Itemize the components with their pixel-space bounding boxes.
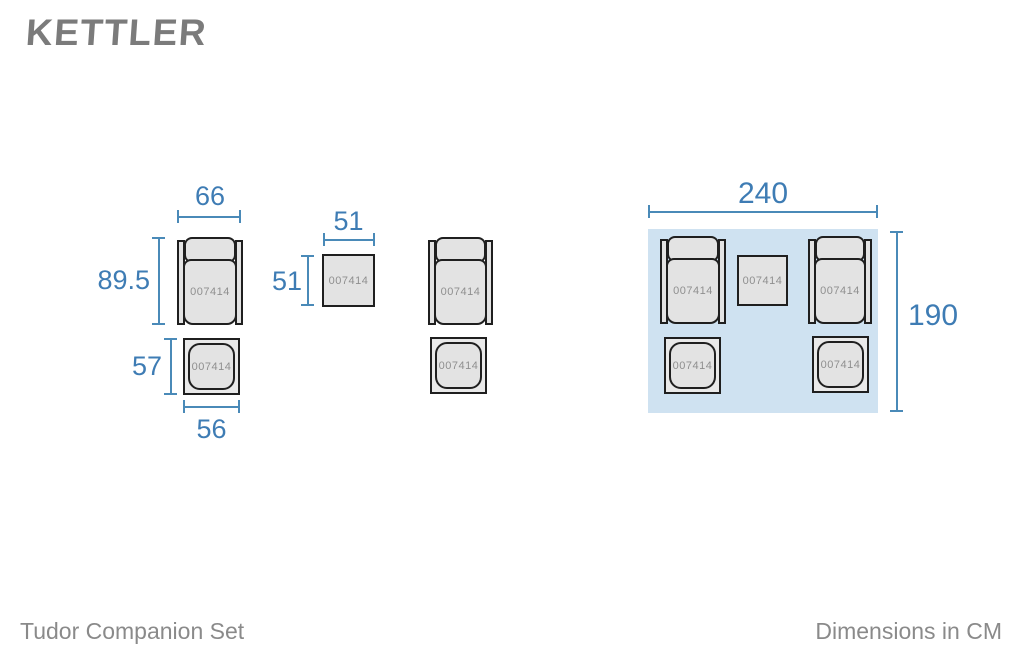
- footstool-height-dimension-line: [164, 338, 177, 395]
- set-width-dimension-line: [648, 205, 878, 218]
- footstool-top-view: 007414: [183, 338, 240, 395]
- table-depth-dimension-line: [301, 255, 314, 306]
- chair-backrest: [184, 237, 236, 263]
- product-code: 007414: [820, 285, 860, 297]
- table-width-label: 51: [333, 206, 364, 236]
- chair-width-label: 66: [194, 181, 226, 211]
- footstool-cushion: 007414: [435, 342, 482, 389]
- second-footstool-top-view: 007414: [430, 337, 487, 394]
- product-name-caption: Tudor Companion Set: [20, 618, 245, 644]
- chair-seat: 007414: [666, 258, 720, 324]
- set-width-label: 240: [737, 177, 789, 210]
- set-table: 007414: [737, 255, 788, 306]
- product-code: 007414: [820, 358, 861, 371]
- product-code: 007414: [328, 274, 369, 287]
- units-caption: Dimensions in CM: [815, 618, 1002, 644]
- chair-width-dimension-line: [177, 210, 241, 223]
- second-chair-top-view: 007414: [428, 237, 493, 325]
- product-code: 007414: [191, 360, 232, 373]
- set-right-chair: 007414: [808, 236, 872, 324]
- table-width-dimension-line: [323, 233, 375, 246]
- chair-seat: 007414: [814, 258, 866, 324]
- chair-height-label: 89.5: [97, 265, 150, 295]
- product-code: 007414: [672, 359, 713, 372]
- kettler-logo: KETTLER: [24, 12, 209, 53]
- product-code: 007414: [742, 274, 783, 287]
- set-right-footstool: 007414: [812, 336, 869, 393]
- set-left-footstool: 007414: [664, 337, 721, 394]
- assembled-set-panel: 007414 007414 007414 007414 007414: [648, 229, 878, 413]
- product-code: 007414: [438, 359, 479, 372]
- product-code: 007414: [673, 285, 713, 297]
- set-left-chair: 007414: [660, 236, 726, 324]
- table-depth-label: 51: [271, 266, 302, 296]
- footstool-height-label: 57: [131, 351, 162, 381]
- set-depth-label: 190: [908, 299, 959, 332]
- footstool-cushion: 007414: [188, 343, 235, 390]
- table-top-view: 007414: [322, 254, 375, 307]
- set-depth-dimension-line: [890, 231, 903, 412]
- footstool-cushion: 007414: [817, 341, 864, 388]
- chair-top-view: 007414: [177, 237, 243, 325]
- footstool-width-dimension-line: [183, 400, 240, 413]
- product-code: 007414: [190, 286, 230, 298]
- chair-seat: 007414: [183, 259, 237, 325]
- product-code: 007414: [440, 286, 481, 298]
- chair-seat: 007414: [434, 259, 487, 325]
- chair-height-dimension-line: [152, 237, 165, 325]
- footstool-cushion: 007414: [669, 342, 716, 389]
- footstool-width-label: 56: [196, 414, 227, 444]
